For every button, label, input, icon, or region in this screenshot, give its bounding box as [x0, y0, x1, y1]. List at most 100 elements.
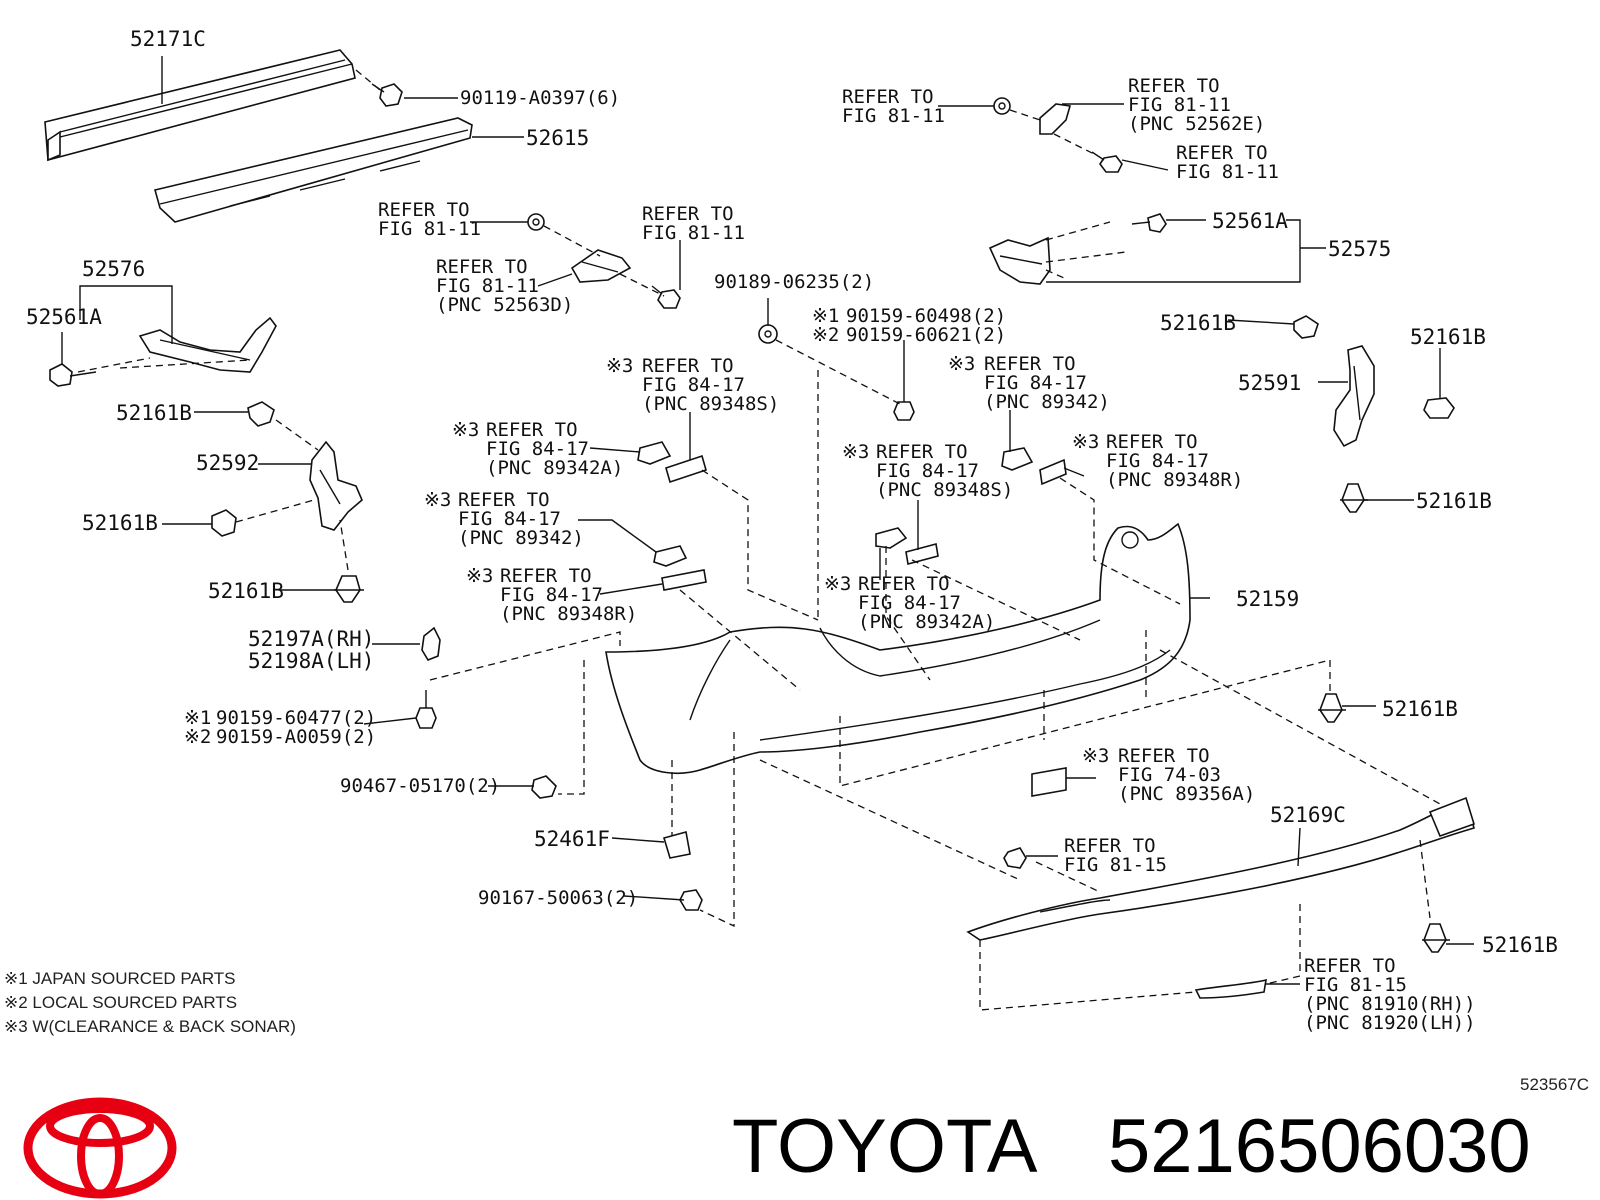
ref-s3f-line3: (PNC 89348S): [876, 479, 1013, 501]
label-52461f: 52461F: [534, 827, 610, 851]
variant-v2-mark2: ※2: [184, 726, 211, 748]
label-52198a: 52198A(LH): [248, 649, 374, 673]
clip-52161b-g-icon: [1318, 693, 1346, 723]
ref-r5-line2: FIG 81-11: [642, 222, 745, 244]
ref-r2-line1: REFER TO: [1128, 75, 1220, 97]
ref-s3a-line2: FIG 84-17: [642, 374, 745, 396]
ref-s3f-mark: ※3: [842, 441, 869, 463]
diagram-code: 523567C: [1520, 1075, 1589, 1094]
label-52197a: 52197A(RH): [248, 627, 374, 651]
label-90467: 90467-05170(2): [340, 775, 500, 797]
ref-s3h-line2: FIG 84-17: [858, 592, 961, 614]
screw-90159-60477-icon: [415, 690, 437, 729]
ref-s3d-mark: ※3: [466, 565, 493, 587]
ref-s3c-line1: REFER TO: [458, 489, 550, 511]
callout-labels: 52171C 90119-A0397(6) 52615 52576 52561A…: [26, 27, 1558, 957]
clip-81-15-icon: [1003, 847, 1027, 869]
label-90119: 90119-A0397(6): [460, 87, 620, 109]
retainer-52592: [309, 440, 363, 531]
variant-v2-mark1: ※1: [184, 707, 211, 729]
ref-s3f-line2: FIG 84-17: [876, 460, 979, 482]
label-52161b-g: 52161B: [1382, 697, 1458, 721]
ref-r3-line2: FIG 81-11: [1176, 161, 1279, 183]
dashed-guide-lines: [77, 69, 1441, 1011]
reference-labels: REFER TO FIG 81-11 REFER TO FIG 81-11 (P…: [378, 75, 1476, 1034]
clip-52161b-a-icon: [247, 401, 275, 427]
bolt-top-right-icon: [1091, 151, 1123, 173]
clip-90467-icon: [531, 775, 557, 799]
clip-52161b-b-icon: [211, 509, 237, 537]
bolt-upper-center-icon: [651, 285, 681, 309]
clip-52161b-d-icon: [1293, 315, 1319, 339]
ref-r3-line1: REFER TO: [1176, 142, 1268, 164]
ref-s3i-mark: ※3: [1082, 745, 1109, 767]
clip-upper-center-icon: [527, 213, 545, 231]
reflector-81910: [1194, 978, 1267, 999]
label-52615: 52615: [526, 126, 589, 150]
variant-v1-mark2: ※2: [812, 324, 839, 346]
ref-s3c-line2: FIG 84-17: [458, 508, 561, 530]
ref-s3i-line2: FIG 74-03: [1118, 764, 1221, 786]
ref-s3b-mark: ※3: [452, 419, 479, 441]
label-52591: 52591: [1238, 371, 1301, 395]
clip-52161b-e-icon: [1423, 368, 1455, 419]
sonar-sensor-89342a-right-icon: [875, 527, 908, 549]
energy-absorber-52615: [154, 117, 473, 223]
ref-s3g-line3: (PNC 89348R): [1106, 469, 1243, 491]
ref-r1-line1: REFER TO: [842, 86, 934, 108]
sonar-sensor-89342-left-icon: [653, 545, 688, 567]
bumper-cover-52159: [605, 522, 1191, 774]
ref-s3i-line1: REFER TO: [1118, 745, 1210, 767]
sensor-retainer-89348s-icon: [665, 454, 707, 484]
clip-top-right-icon: [993, 97, 1011, 115]
note-clearance-sonar: ※3 W(CLEARANCE & BACK SONAR): [4, 1017, 296, 1036]
label-52161b-a: 52161B: [116, 401, 192, 425]
note-local-sourced: ※2 LOCAL SOURCED PARTS: [4, 993, 237, 1012]
ref-s3a-line1: REFER TO: [642, 355, 734, 377]
sensor-retainer-89348r-left-icon: [661, 569, 707, 591]
reinforcement-bar-52171c: [44, 49, 356, 162]
ref-r4-line1: REFER TO: [378, 199, 470, 221]
ref-s3d-line3: (PNC 89348R): [500, 603, 637, 625]
part-number: 5216506030: [1108, 1104, 1531, 1189]
label-52161b-d: 52161B: [1160, 311, 1236, 335]
footnotes: ※1 JAPAN SOURCED PARTS ※2 LOCAL SOURCED …: [4, 969, 296, 1036]
brand-name: TOYOTA: [732, 1104, 1038, 1189]
toyota-logo-icon: [23, 1097, 177, 1199]
ref-r4-line2: FIG 81-11: [378, 218, 481, 240]
ref-s3b-line2: FIG 84-17: [486, 438, 589, 460]
ref-r7-line1: REFER TO: [1064, 835, 1156, 857]
variant-v1-text2: 90159-60621(2): [846, 324, 1006, 346]
sensor-retainer-89348s-right-icon: [905, 543, 939, 565]
ref-s3g-mark: ※3: [1072, 431, 1099, 453]
label-90189: 90189-06235(2): [714, 271, 874, 293]
clip-52197a-icon: [421, 626, 441, 661]
ref-s3d-line2: FIG 84-17: [500, 584, 603, 606]
bracket-52575: [988, 213, 1167, 285]
ref-s3e-line1: REFER TO: [984, 353, 1076, 375]
screw-90159-60498-icon: [893, 340, 915, 421]
label-52161b-f: 52161B: [1416, 489, 1492, 513]
label-52171c: 52171C: [130, 27, 206, 51]
label-52576: 52576: [82, 257, 145, 281]
label-52592: 52592: [196, 451, 259, 475]
ref-r8-line4: (PNC 81920(LH)): [1304, 1012, 1476, 1034]
clip-90189-icon: [758, 324, 778, 344]
variant-v1-text1: 90159-60498(2): [846, 305, 1006, 327]
ref-s3e-mark: ※3: [948, 353, 975, 375]
label-52575: 52575: [1328, 237, 1391, 261]
ref-s3h-line3: (PNC 89342A): [858, 611, 995, 633]
lower-garnish-52169c: [966, 796, 1475, 941]
ref-s3d-line1: REFER TO: [500, 565, 592, 587]
sonar-sensor-89342a-icon: [637, 441, 672, 465]
variant-labels: ※1 90159-60498(2) ※2 90159-60621(2) ※1 9…: [184, 305, 1006, 748]
ref-s3e-line3: (PNC 89342): [984, 391, 1110, 413]
ref-r8-line3: (PNC 81910(RH)): [1304, 993, 1476, 1015]
ref-s3h-mark: ※3: [824, 573, 851, 595]
clip-52161b-h-icon: [1422, 923, 1450, 953]
label-52161b-h: 52161B: [1482, 933, 1558, 957]
ref-r2-line2: FIG 81-11: [1128, 94, 1231, 116]
variant-v2-text1: 90159-60477(2): [216, 707, 376, 729]
ref-s3c-mark: ※3: [424, 489, 451, 511]
clip-52161b-c-icon: [334, 575, 364, 603]
